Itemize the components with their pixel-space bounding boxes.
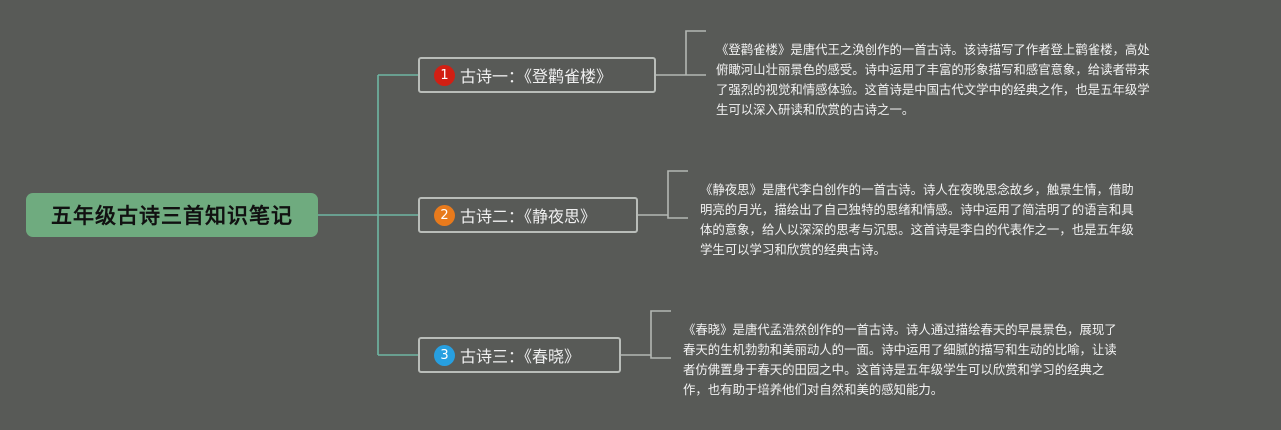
note-line: 作，也有助于培养他们对自然和美的感知能力。 — [683, 382, 944, 397]
note-line: 《静夜思》是唐代李白创作的一首古诗。诗人在夜晚思念故乡，触景生情，借助 — [700, 182, 1134, 197]
note-poem-1: 《登鹳雀楼》是唐代王之涣创作的一首古诗。该诗描写了作者登上鹳雀楼，高处 俯瞰河山… — [716, 40, 1150, 120]
note-line: 体的意象，给人以深深的思考与沉思。这首诗是李白的代表作之一，也是五年级 — [700, 222, 1134, 237]
note-line: 《春晓》是唐代孟浩然创作的一首古诗。诗人通过描绘春天的早晨景色，展现了 — [683, 322, 1117, 337]
branch-title-3: 古诗三：《春晓》 — [460, 347, 581, 366]
note-poem-2: 《静夜思》是唐代李白创作的一首古诗。诗人在夜晚思念故乡，触景生情，借助 明亮的月… — [700, 180, 1134, 260]
root-topic[interactable]: 五年级古诗三首知识笔记 — [26, 193, 318, 237]
note-connector-1 — [656, 30, 706, 76]
note-line: 明亮的月光，描绘出了自己独特的思绪和情感。诗中运用了简洁明了的语言和具 — [700, 202, 1134, 217]
note-line: 《登鹳雀楼》是唐代王之涣创作的一首古诗。该诗描写了作者登上鹳雀楼，高处 — [716, 42, 1150, 57]
note-line: 俯瞰河山壮丽景色的感受。诗中运用了丰富的形象描写和感官意象，给读者带来 — [716, 62, 1150, 77]
note-poem-3: 《春晓》是唐代孟浩然创作的一首古诗。诗人通过描绘春天的早晨景色，展现了 春天的生… — [683, 320, 1117, 400]
number-badge-3: 3 — [434, 344, 455, 366]
note-line: 生可以深入研读和欣赏的古诗之一。 — [716, 102, 915, 117]
branch-title-2: 古诗二：《静夜思》 — [460, 207, 597, 226]
number-badge-2: 2 — [434, 204, 455, 226]
note-line: 春天的生机勃勃和美丽动人的一面。诗中运用了细腻的描写和生动的比喻，让读 — [683, 342, 1117, 357]
branch-poem-1[interactable]: 1 古诗一：《登鹳雀楼》 — [418, 57, 656, 93]
note-connector-2 — [638, 170, 688, 219]
number-badge-1: 1 — [434, 64, 455, 86]
note-line: 学生可以学习和欣赏的经典古诗。 — [700, 242, 886, 257]
root-connector — [318, 74, 418, 356]
branch-poem-2[interactable]: 2 古诗二：《静夜思》 — [418, 197, 638, 233]
note-connector-3 — [621, 310, 671, 359]
note-line: 者仿佛置身于春天的田园之中。这首诗是五年级学生可以欣赏和学习的经典之 — [683, 362, 1105, 377]
branch-title-1: 古诗一：《登鹳雀楼》 — [460, 67, 613, 86]
note-line: 了强烈的视觉和情感体验。这首诗是中国古代文学中的经典之作，也是五年级学 — [716, 82, 1150, 97]
branch-poem-3[interactable]: 3 古诗三：《春晓》 — [418, 337, 621, 373]
